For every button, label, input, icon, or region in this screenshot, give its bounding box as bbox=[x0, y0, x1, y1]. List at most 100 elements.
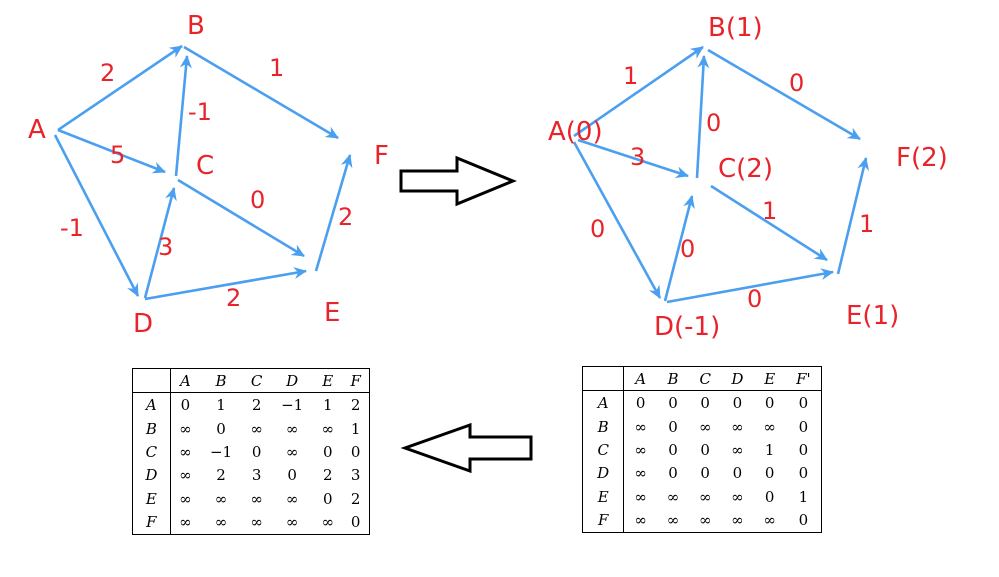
edge-a-c bbox=[577, 138, 689, 178]
table-cell: 1 bbox=[322, 396, 333, 415]
weight-a-c: 3 bbox=[630, 143, 645, 171]
table-row: E ∞ ∞ ∞ ∞ 0 1 bbox=[583, 485, 821, 509]
edge-a-c bbox=[57, 128, 166, 174]
table-cell: 2 bbox=[350, 489, 361, 508]
edge-d-c bbox=[663, 195, 695, 302]
node-d-label: D bbox=[133, 309, 153, 339]
table-cell: ∞ bbox=[731, 417, 744, 436]
table-row: A 0 1 2 −1 1 2 bbox=[133, 392, 369, 417]
table-header-row: A B C D E F bbox=[133, 369, 369, 394]
column-header: E bbox=[753, 367, 786, 392]
node-a-label: A bbox=[28, 115, 46, 145]
table-cell: 0 bbox=[798, 464, 809, 483]
edge-c-b bbox=[695, 55, 710, 179]
column-header: D bbox=[721, 367, 754, 392]
weight-a-b: 1 bbox=[623, 62, 638, 90]
table-cell: ∞ bbox=[763, 417, 776, 436]
graph-left: A B C D E F 2 5 -1 -1 1 0 3 2 2 bbox=[28, 11, 389, 339]
corner-cell bbox=[133, 369, 171, 394]
left-arrow-icon bbox=[400, 422, 533, 474]
row-header: F bbox=[583, 508, 625, 532]
weight-a-d: 0 bbox=[590, 215, 605, 243]
table-cell: ∞ bbox=[698, 417, 712, 436]
right-arrow-icon bbox=[399, 155, 517, 207]
table-cell: 0 bbox=[798, 440, 809, 459]
row-header: A bbox=[583, 390, 625, 415]
table-cell: ∞ bbox=[634, 440, 647, 459]
table-row: D ∞ 2 3 0 2 3 bbox=[133, 463, 369, 488]
weight-d-c: 0 bbox=[680, 235, 695, 263]
table-cell: 0 bbox=[764, 394, 775, 413]
table-cell: ∞ bbox=[634, 464, 647, 483]
table-cell: 0 bbox=[287, 466, 297, 485]
table-cell: ∞ bbox=[179, 442, 192, 461]
weight-e-f: 2 bbox=[338, 203, 353, 231]
edge-c-e bbox=[710, 184, 828, 262]
weight-e-f: 1 bbox=[859, 210, 874, 238]
table-cell: ∞ bbox=[250, 419, 263, 438]
node-e-label: E bbox=[324, 298, 340, 328]
table-cell: ∞ bbox=[179, 466, 192, 485]
table-cell: 0 bbox=[700, 464, 710, 483]
edge-a-b bbox=[573, 45, 704, 138]
table-cell: ∞ bbox=[250, 513, 263, 532]
column-header: C bbox=[241, 369, 272, 394]
edge-a-d bbox=[53, 134, 140, 297]
table-cell: 3 bbox=[251, 466, 262, 485]
row-header: C bbox=[583, 438, 625, 462]
table-cell: 0 bbox=[322, 442, 333, 461]
table-cell: ∞ bbox=[731, 440, 744, 459]
table-cell: ∞ bbox=[731, 511, 744, 530]
edge-c-e bbox=[177, 178, 305, 258]
table-cell: ∞ bbox=[179, 419, 192, 438]
table-cell: 0 bbox=[216, 419, 226, 438]
table-cell: −1 bbox=[281, 396, 304, 415]
table-cell: 0 bbox=[798, 394, 809, 413]
table-cell: 0 bbox=[668, 394, 678, 413]
row-header: E bbox=[133, 487, 171, 511]
node-f-label: F bbox=[374, 141, 389, 171]
table-cell: ∞ bbox=[285, 419, 299, 438]
node-e-label: E(1) bbox=[846, 301, 899, 331]
table-cell: 0 bbox=[251, 442, 262, 461]
table-cell: ∞ bbox=[666, 511, 680, 530]
node-c-label: C bbox=[196, 151, 214, 181]
table-cell: 2 bbox=[350, 396, 361, 415]
table-row: D ∞ 0 0 0 0 0 bbox=[583, 461, 821, 486]
table-cell: ∞ bbox=[214, 513, 228, 532]
table-cell: 1 bbox=[764, 440, 775, 459]
matrix-left: A B C D E F A 0 1 2 −1 1 2 B ∞ 0 ∞ ∞ ∞ 1… bbox=[133, 369, 369, 534]
node-f-label: F(2) bbox=[896, 143, 948, 173]
column-header: F bbox=[342, 369, 369, 394]
table-cell: 0 bbox=[700, 394, 710, 413]
column-header: A bbox=[623, 367, 657, 392]
table-cell: 0 bbox=[764, 487, 775, 506]
edge-e-f bbox=[836, 157, 870, 275]
weight-d-c: 3 bbox=[158, 233, 173, 261]
row-header: D bbox=[133, 463, 171, 488]
table-cell: 1 bbox=[216, 396, 226, 415]
table-cell: 0 bbox=[700, 440, 710, 459]
weight-b-f: 1 bbox=[269, 54, 284, 82]
table-cell: ∞ bbox=[763, 511, 776, 530]
table-cell: 0 bbox=[732, 394, 743, 413]
table-cell: 0 bbox=[798, 417, 809, 436]
column-header: A bbox=[170, 369, 201, 394]
column-header: C bbox=[689, 367, 722, 392]
table-row: E ∞ ∞ ∞ ∞ 0 2 bbox=[133, 487, 369, 511]
edge-d-e bbox=[666, 268, 834, 304]
edge-e-f bbox=[314, 154, 353, 272]
column-header: B bbox=[656, 367, 690, 392]
node-b-label: B(1) bbox=[708, 13, 763, 43]
table-cell: 1 bbox=[798, 487, 809, 506]
table-cell: ∞ bbox=[634, 511, 647, 530]
table-cell: ∞ bbox=[698, 511, 712, 530]
edge-d-e bbox=[144, 267, 307, 301]
table-row: F ∞ ∞ ∞ ∞ ∞ 0 bbox=[583, 508, 821, 532]
table-cell: 3 bbox=[350, 466, 361, 485]
table-cell: ∞ bbox=[250, 489, 263, 508]
table-cell: ∞ bbox=[285, 489, 299, 508]
table-header-row: A B C D E F' bbox=[583, 367, 821, 392]
weight-a-b: 2 bbox=[100, 59, 115, 87]
